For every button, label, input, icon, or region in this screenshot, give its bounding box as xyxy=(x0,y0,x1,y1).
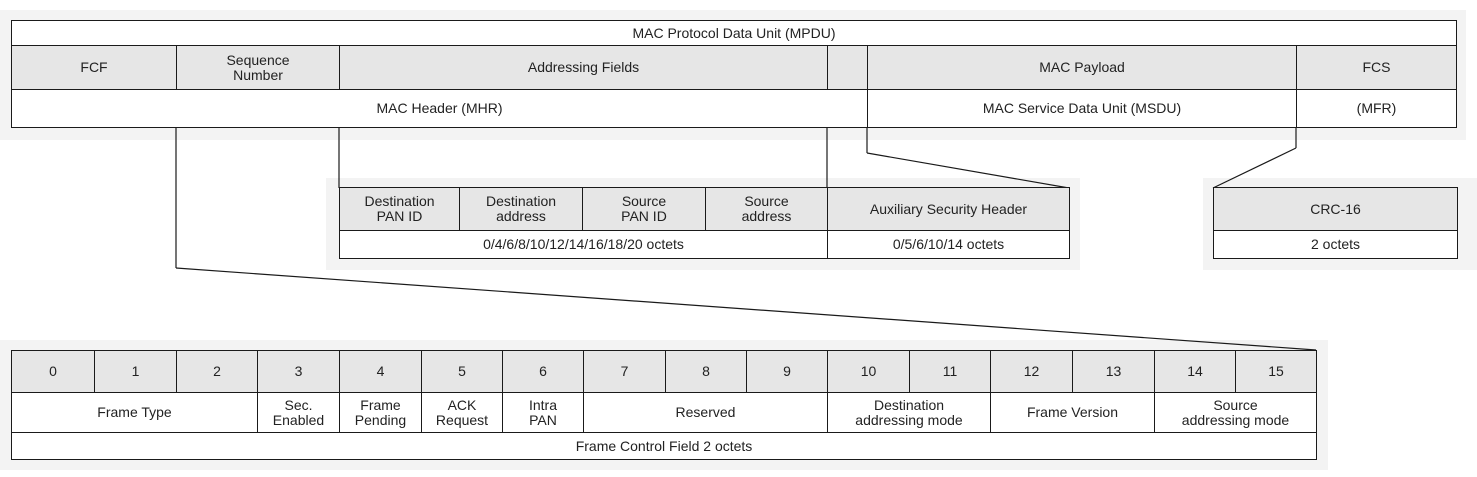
bit-9: 9 xyxy=(746,350,828,393)
bit-7: 7 xyxy=(583,350,666,393)
bit-2: 2 xyxy=(176,350,258,393)
crc-size: 2 octets xyxy=(1213,230,1458,259)
bit-13: 13 xyxy=(1072,350,1155,393)
bit-6: 6 xyxy=(502,350,584,393)
destination-pan-id: Destination PAN ID xyxy=(339,187,460,231)
fcs-field: FCS xyxy=(1296,45,1457,90)
fcf-field: FCF xyxy=(11,45,177,90)
crc-16: CRC-16 xyxy=(1213,187,1458,231)
addressing-fields-field: Addressing Fields xyxy=(339,45,828,90)
aux-security-size: 0/5/6/10/14 octets xyxy=(827,230,1070,259)
aux-security-header-field xyxy=(827,45,868,90)
destination-addressing-mode: Destination addressing mode xyxy=(827,392,991,433)
fcf-zoom-line xyxy=(175,267,1317,351)
msdu-label: MAC Service Data Unit (MSDU) xyxy=(867,89,1297,128)
bit-8: 8 xyxy=(665,350,747,393)
reserved: Reserved xyxy=(583,392,828,433)
mfr-label: (MFR) xyxy=(1296,89,1457,128)
bit-5: 5 xyxy=(421,350,503,393)
bit-1: 1 xyxy=(94,350,177,393)
bit-0: 0 xyxy=(11,350,95,393)
bit-12: 12 xyxy=(990,350,1073,393)
source-address: Source address xyxy=(705,187,828,231)
bit-10: 10 xyxy=(827,350,910,393)
msdu-zoom-line xyxy=(866,152,1070,189)
mfr-zoom-line xyxy=(1212,147,1297,189)
bit-15: 15 xyxy=(1235,350,1317,393)
mhr-label: MAC Header (MHR) xyxy=(11,89,868,128)
destination-address: Destination address xyxy=(459,187,583,231)
ack-request: ACK Request xyxy=(421,392,503,433)
bit-14: 14 xyxy=(1154,350,1236,393)
frame-pending: Frame Pending xyxy=(339,392,422,433)
bit-11: 11 xyxy=(909,350,991,393)
source-addressing-mode: Source addressing mode xyxy=(1154,392,1317,433)
addressing-size: 0/4/6/8/10/12/14/16/18/20 octets xyxy=(339,230,828,259)
bit-3: 3 xyxy=(257,350,340,393)
mac-payload-field: MAC Payload xyxy=(867,45,1297,90)
source-pan-id: Source PAN ID xyxy=(582,187,706,231)
bit-4: 4 xyxy=(339,350,422,393)
fcf-caption: Frame Control Field 2 octets xyxy=(11,432,1317,460)
mpdu-title: MAC Protocol Data Unit (MPDU) xyxy=(11,20,1457,46)
sequence-number-field: Sequence Number xyxy=(176,45,340,90)
aux-security-header: Auxiliary Security Header xyxy=(827,187,1070,231)
sec-enabled: Sec. Enabled xyxy=(257,392,340,433)
frame-version: Frame Version xyxy=(990,392,1155,433)
intra-pan: Intra PAN xyxy=(502,392,584,433)
frame-type: Frame Type xyxy=(11,392,258,433)
